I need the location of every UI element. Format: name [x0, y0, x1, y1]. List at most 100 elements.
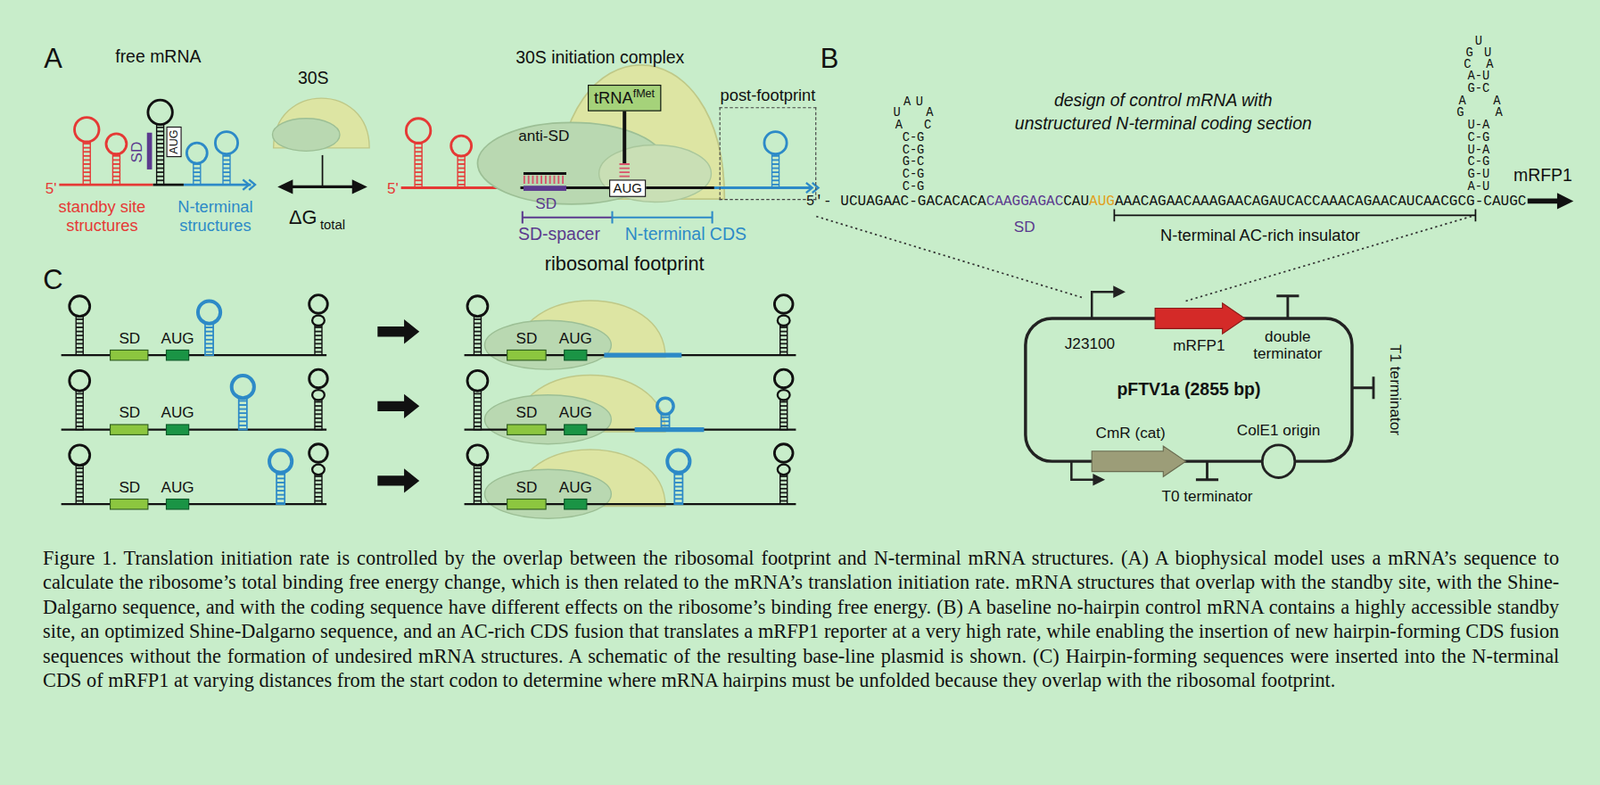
figure-label: 5'	[45, 179, 58, 198]
initiation-complex-part	[772, 154, 780, 189]
base-letter: A	[1495, 107, 1503, 120]
figure-label: SD	[535, 194, 557, 213]
free-30s-part	[277, 179, 293, 194]
panel-c-part	[660, 414, 669, 429]
figure-label: N-terminal CDS	[625, 224, 747, 245]
panel-c-part	[231, 375, 255, 398]
base-letter: A	[895, 119, 903, 132]
figure-label: AUG	[559, 478, 593, 496]
figure-label: SD	[515, 403, 537, 421]
codon-box: AUG	[609, 179, 646, 197]
panel-c-part	[276, 472, 285, 504]
panel-b-lines-part	[1113, 209, 1476, 223]
figure-label: mRFP1	[1513, 165, 1573, 186]
figure-label: ΔG	[288, 206, 317, 229]
panel-c-part	[197, 301, 221, 324]
free-mrna-part	[222, 154, 231, 185]
figure-label: mRFP1	[1172, 336, 1225, 355]
figure-label: SD	[515, 478, 537, 496]
panel-c-part	[657, 397, 674, 414]
figure-label: SD	[515, 329, 537, 347]
initiation-complex-part	[714, 186, 812, 190]
initiation-complex-part	[599, 144, 712, 202]
plasmid-map-part	[1092, 473, 1106, 487]
panel-b-lines-part	[1557, 192, 1574, 209]
plasmid-map-part	[1113, 285, 1126, 298]
free-mrna-part	[193, 163, 201, 185]
panel-c-part	[61, 369, 797, 445]
sequence-segment: AUG	[1088, 192, 1115, 209]
panel-c-part	[603, 353, 682, 358]
base-letter: C-G	[902, 131, 925, 145]
free-mrna-part	[74, 117, 99, 142]
figure-label: T1 terminator	[1386, 344, 1405, 436]
plasmid-map-part	[1261, 445, 1295, 479]
figure-label: SD	[118, 329, 141, 347]
figure-label: ColE1 origin	[1237, 420, 1320, 439]
dashed-region: post-footprint	[719, 107, 817, 200]
figure-label: J23100	[1064, 334, 1115, 353]
panel-c-part	[61, 444, 797, 520]
free-30s-part	[272, 118, 340, 152]
figure-label: CmR (cat)	[1096, 423, 1166, 442]
figure-label: AUG	[160, 478, 194, 496]
free-mrna-part	[106, 133, 127, 155]
base-letter: A	[1458, 94, 1466, 108]
figure-label: SD	[127, 141, 146, 164]
figure-label: 5'	[387, 179, 399, 198]
initiation-complex	[401, 65, 819, 224]
plasmid-map-part	[1071, 461, 1094, 480]
free-30s-part	[321, 155, 324, 186]
node-text: AUG	[613, 180, 643, 196]
figure-label: ribosomal footprint	[544, 253, 705, 276]
panel-c-part	[239, 397, 248, 429]
plasmid-map-part	[1154, 303, 1246, 334]
figure-label: free mRNA	[115, 47, 201, 67]
initiation-complex-part	[405, 118, 430, 143]
sequence-segment: AAACAGAACAAAGAACAGAUCACCAAACAGAACAUCAACG…	[1114, 192, 1526, 209]
figure-label: pFTV1a (2855 bp)	[1116, 379, 1261, 400]
initiation-complex-part	[523, 172, 567, 175]
base-letter: A	[1492, 94, 1501, 108]
panel-c-part	[269, 450, 292, 473]
figure-label: design of control mRNA with unstructured…	[1007, 90, 1320, 137]
figure-label: N-terminal structures	[166, 197, 264, 234]
codon-box: AUG	[165, 126, 182, 157]
panel-c	[61, 295, 797, 520]
panel-b-lines-part	[1527, 198, 1559, 205]
figure-label: 30S initiation complex	[515, 48, 685, 68]
panel-letter: B	[820, 43, 840, 76]
initiation-complex-part	[812, 182, 819, 193]
figure-label: AUG	[160, 403, 194, 421]
free-mrna-part	[82, 141, 91, 185]
base-letter: C-G	[1467, 156, 1490, 169]
free-mrna-part	[156, 124, 165, 186]
plasmid-map-part	[1352, 376, 1374, 399]
panel-c-part	[667, 450, 690, 473]
plasmid-map-part	[1091, 291, 1114, 319]
figure-label: SD	[1014, 217, 1036, 236]
initiation-complex-part	[522, 211, 613, 224]
free-30s	[272, 98, 370, 194]
node-superscript: fMet	[633, 87, 655, 99]
base-letter: C-G	[902, 168, 925, 182]
figure-label: SD	[118, 478, 141, 496]
free-mrna-part	[214, 131, 238, 155]
base-letter: C	[923, 119, 932, 132]
figure-label: AUG	[160, 329, 194, 347]
base-letter: A	[903, 96, 911, 109]
trna-box: tRNAfMet	[587, 84, 661, 112]
figure-label: 30S	[297, 68, 330, 89]
initiation-complex-part	[457, 156, 465, 188]
base-letter: C-G	[902, 181, 925, 194]
figure-label: double terminator	[1246, 327, 1329, 363]
base-letter: G-U	[1467, 168, 1490, 182]
initiation-complex-part	[611, 211, 712, 224]
figure-label: anti-SD	[518, 126, 570, 145]
figure-label: N-terminal AC-rich insulator	[1160, 226, 1361, 246]
base-letter: C-G	[1467, 131, 1490, 145]
node-text: AUG	[167, 129, 181, 154]
initiation-complex-part	[618, 163, 629, 179]
free-mrna-part	[147, 132, 153, 170]
